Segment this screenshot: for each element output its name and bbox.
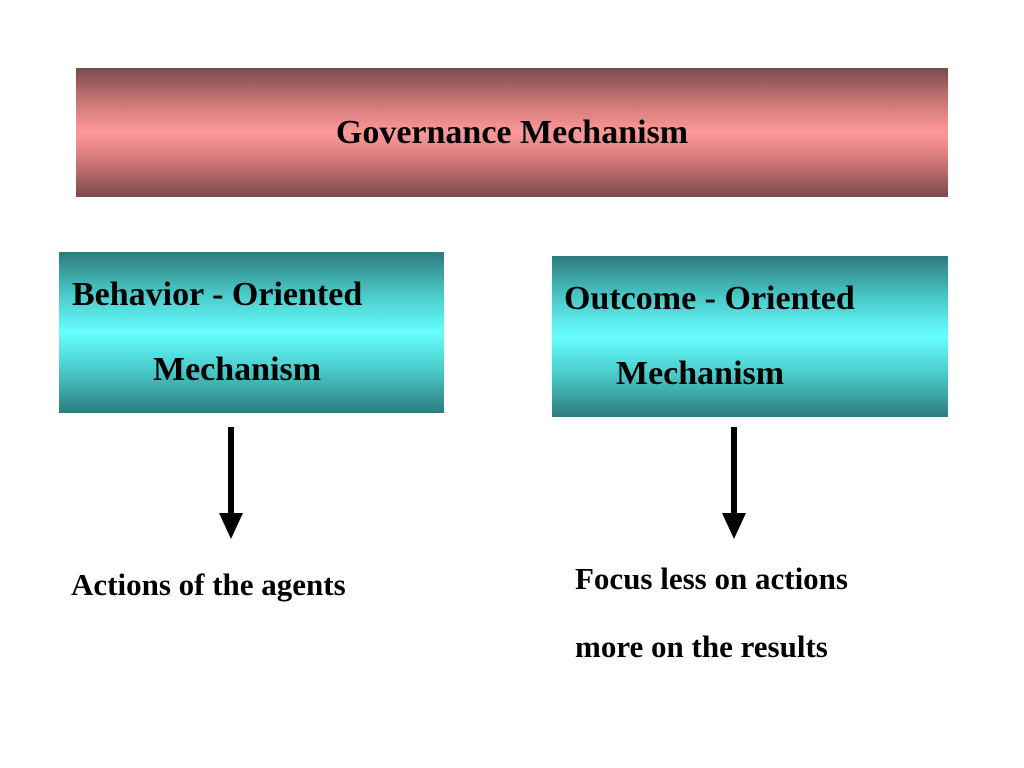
behavior-oriented-line1: Behavior - Oriented xyxy=(72,276,363,313)
outcome-oriented-line1: Outcome - Oriented xyxy=(564,280,855,317)
outcome-result-line1: Focus less on actions xyxy=(575,561,848,596)
outcome-oriented-box: Outcome - Oriented Mechanism xyxy=(552,256,948,417)
left-down-arrow-icon xyxy=(219,427,243,539)
governance-mechanism-label: Governance Mechanism xyxy=(335,113,689,151)
outcome-oriented-line2: Mechanism xyxy=(616,355,785,392)
outcome-result-line2: more on the results xyxy=(575,629,828,664)
behavior-oriented-line2: Mechanism xyxy=(153,351,322,388)
behavior-result-text: Actions of the agents xyxy=(71,567,346,602)
behavior-oriented-box: Behavior - Oriented Mechanism xyxy=(59,252,444,413)
right-down-arrow-icon xyxy=(722,427,746,539)
governance-mechanism-box: Governance Mechanism xyxy=(76,68,948,197)
